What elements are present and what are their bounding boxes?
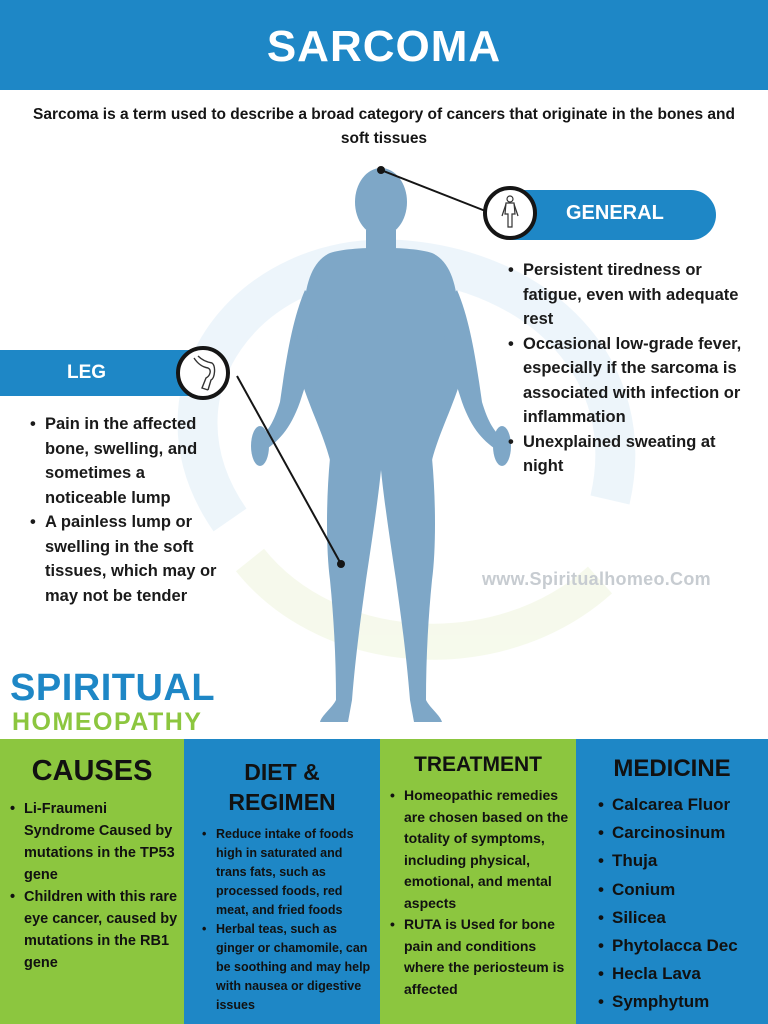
medicine-list: Calcarea Fluor Carcinosinum Thuja Conium…: [598, 791, 764, 1017]
list-item: RUTA is Used for bone pain and condition…: [390, 914, 572, 1000]
list-item: Silicea: [598, 904, 764, 932]
list-item: Symphytum: [598, 988, 764, 1016]
general-marker-dot: [377, 166, 385, 174]
causes-title: CAUSES: [31, 755, 153, 787]
treatment-list: Homeopathic remedies are chosen based on…: [390, 785, 572, 1000]
list-item: A painless lump or swelling in the soft …: [30, 510, 230, 608]
website-watermark: www.Spiritualhomeo.Com: [482, 569, 711, 589]
diet-title-line2: REGIMEN: [228, 789, 336, 815]
diet-title: DIET & REGIMEN: [184, 757, 380, 817]
leg-icon: [176, 346, 230, 400]
list-item: Homeopathic remedies are chosen based on…: [390, 785, 572, 914]
leg-symptom-list: Pain in the affected bone, swelling, and…: [30, 412, 230, 608]
general-label: GENERAL: [566, 202, 664, 224]
leg-marker-dot: [337, 560, 345, 568]
page-title: SARCOMA: [266, 22, 502, 71]
list-item: Persistent tiredness or fatigue, even wi…: [508, 258, 760, 332]
causes-list: Li-Fraumeni Syndrome Caused by mutations…: [10, 798, 178, 974]
medicine-panel: MEDICINE Calcarea Fluor Carcinosinum Thu…: [576, 739, 768, 1024]
brand-name-line1: SPIRITUAL: [10, 667, 216, 709]
connector-lines: [236, 169, 489, 565]
treatment-panel: TREATMENT Homeopathic remedies are chose…: [380, 739, 576, 1024]
diet-panel: DIET & REGIMEN Reduce intake of foods hi…: [184, 739, 380, 1024]
list-item: Reduce intake of foods high in saturated…: [202, 825, 376, 920]
human-figure-icon: [483, 186, 537, 240]
list-item: Herbal teas, such as ginger or chamomile…: [202, 920, 376, 1015]
list-item: Pain in the affected bone, swelling, and…: [30, 412, 230, 510]
list-item: Li-Fraumeni Syndrome Caused by mutations…: [10, 798, 178, 886]
list-item: Conium: [598, 876, 764, 904]
human-body-icon: [251, 168, 511, 722]
general-symptom-list: Persistent tiredness or fatigue, even wi…: [508, 258, 760, 479]
medicine-title: MEDICINE: [613, 755, 731, 782]
diet-title-line1: DIET &: [244, 759, 320, 785]
causes-panel: CAUSES Li-Fraumeni Syndrome Caused by mu…: [0, 739, 184, 1024]
intro-text: Sarcoma is a term used to describe a bro…: [32, 106, 735, 147]
leg-label: LEG: [67, 362, 107, 383]
diet-list: Reduce intake of foods high in saturated…: [202, 825, 376, 1015]
brand-name-line2: HOMEOPATHY: [12, 708, 203, 736]
treatment-title: TREATMENT: [414, 753, 542, 776]
header-bar: [0, 0, 768, 90]
list-item: Unexplained sweating at night: [508, 430, 760, 479]
list-item: Hecla Lava: [598, 960, 764, 988]
list-item: Carcinosinum: [598, 819, 764, 847]
list-item: Calcarea Fluor: [598, 791, 764, 819]
body-illustration: [177, 166, 636, 722]
list-item: Phytolacca Dec: [598, 932, 764, 960]
list-item: Thuja: [598, 847, 764, 875]
list-item: Occasional low-grade fever, especially i…: [508, 332, 760, 430]
list-item: Children with this rare eye cancer, caus…: [10, 886, 178, 974]
